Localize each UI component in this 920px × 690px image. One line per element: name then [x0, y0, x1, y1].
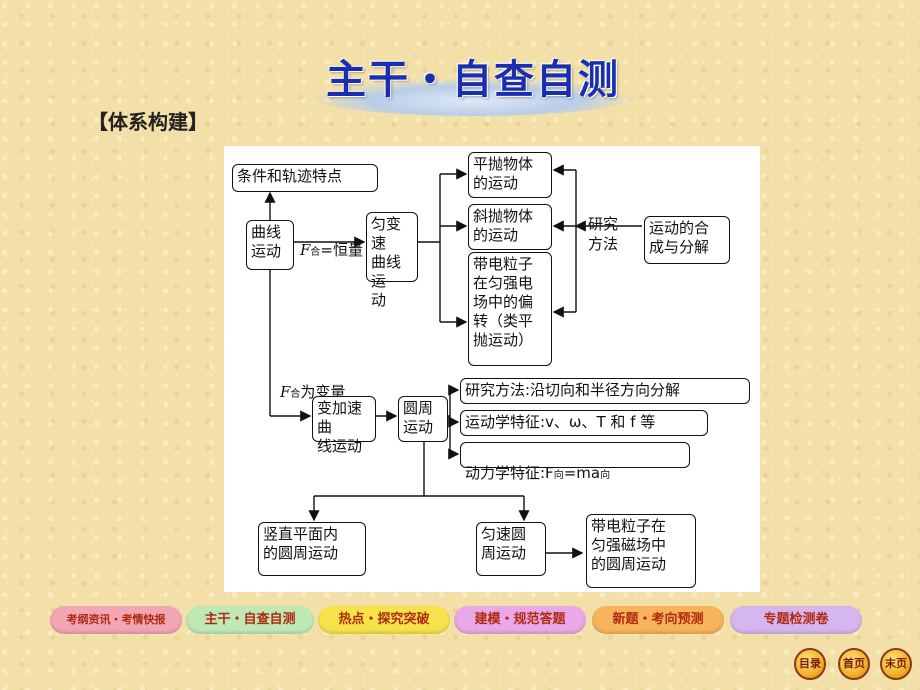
nav-tab-hotspot[interactable]: 热点・探究突破: [318, 606, 450, 634]
nav-tab-test-paper[interactable]: 专题检测卷: [730, 606, 862, 634]
oblique-projectile-node: 斜抛物体 的运动: [468, 204, 552, 250]
first-page-button[interactable]: 首页: [838, 648, 870, 680]
circ-research-method-node: 研究方法:沿切向和半径方向分解: [460, 378, 750, 404]
projectile-node: 平抛物体 的运动: [468, 152, 552, 198]
diagram-connectors: [264, 164, 642, 559]
page-title: 主干・自查自测: [326, 57, 620, 103]
circular-motion-node: 圆周 运动: [398, 396, 448, 442]
charged-magnetic-node: 带电粒子在 匀强磁场中 的圆周运动: [586, 514, 696, 588]
uniform-variable-node: 匀变速 曲线运 动: [366, 212, 418, 309]
contents-button[interactable]: 目录: [794, 648, 826, 680]
uniform-circular-node: 匀速圆 周运动: [476, 522, 546, 576]
last-page-button[interactable]: 末页: [880, 648, 912, 680]
section-label: 【体系构建】: [88, 110, 208, 134]
vertical-circular-node: 竖直平面内 的圆周运动: [258, 522, 366, 576]
nav-tab-exam-info[interactable]: 考纲资讯・考情快报: [50, 606, 182, 634]
nav-tab-self-check[interactable]: 主干・自查自测: [186, 606, 314, 634]
nav-tab-modeling[interactable]: 建模・规范答题: [454, 606, 586, 634]
curve-motion-node: 曲线 运动: [246, 220, 294, 270]
concept-diagram: 曲线 运动 条件和轨迹特点 F合=恒量 匀变速 曲线运 动 平抛物体 的运动 斜…: [224, 146, 760, 592]
cloud-decoration: [312, 78, 634, 116]
research-method-label: 研究 方法: [588, 215, 619, 253]
nav-tab-new-questions[interactable]: 新题・考向预测: [592, 606, 724, 634]
variable-accel-node: 变加速曲 线运动: [312, 396, 376, 455]
composition-node: 运动的合 成与分解: [644, 216, 730, 264]
title-banner: 主干・自查自测: [312, 52, 634, 116]
kinematics-node: 运动学特征:v、ω、T 和 f 等: [460, 410, 708, 436]
f-const-label: F合=恒量: [300, 241, 363, 259]
charged-particle-field-node: 带电粒子 在匀强电 场中的偏 转（类平 抛运动）: [468, 252, 552, 366]
conditions-node: 条件和轨迹特点: [232, 164, 378, 192]
dynamics-node: 动力学特征:F向=ma向: [460, 442, 690, 482]
